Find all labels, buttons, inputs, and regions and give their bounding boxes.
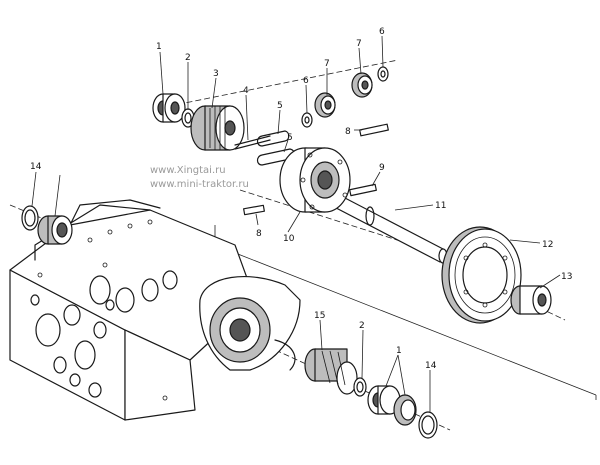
- watermark-line-1: www.Xingtai.ru: [150, 165, 226, 176]
- label-3: 3: [213, 69, 219, 79]
- leader-lines: [31, 35, 561, 412]
- label-1-top: 1: [156, 42, 162, 52]
- pin-upper: [359, 123, 389, 137]
- bearing-upper: [152, 93, 186, 123]
- label-2-top: 2: [185, 53, 191, 63]
- ring-gear: [441, 226, 522, 324]
- label-1-lower: 1: [396, 346, 402, 356]
- washer-a: [301, 112, 313, 128]
- bearing-lower: [367, 385, 417, 426]
- pin-lower: [243, 204, 265, 216]
- watermark: www.Xingtai.ru www.mini-traktor.ru: [150, 165, 249, 190]
- spacer-ring-lower: [353, 377, 367, 397]
- label-8-a: 8: [345, 127, 351, 137]
- splined-hub: [510, 285, 552, 315]
- watermark-line-2: www.mini-traktor.ru: [150, 179, 249, 190]
- bolt: [349, 183, 377, 197]
- label-10: 10: [283, 234, 295, 244]
- label-14-lower: 14: [425, 361, 437, 371]
- label-14-left: 14: [30, 162, 42, 172]
- label-9: 9: [379, 163, 385, 173]
- label-12: 12: [542, 240, 553, 250]
- upper-shaft-group: [152, 66, 389, 166]
- label-4: 4: [243, 86, 249, 96]
- rear-bearing-boss: [199, 275, 301, 371]
- label-5-b: 5: [287, 133, 293, 143]
- label-8-b: 8: [256, 229, 262, 239]
- label-15: 15: [314, 311, 325, 321]
- washer-b: [377, 66, 389, 82]
- left-seal-parts: [21, 205, 73, 245]
- label-13: 13: [561, 272, 572, 282]
- label-11: 11: [435, 201, 446, 211]
- label-7-b: 7: [356, 39, 362, 49]
- splined-shaft: [304, 348, 358, 395]
- small-gear-b: [351, 72, 373, 98]
- label-6-b: 6: [379, 27, 385, 37]
- part-labels: 1 2 3 4 5 5 6 6 7 7 8 8 9 10 11 12 13 14…: [30, 27, 572, 371]
- gear-cluster: [190, 105, 245, 151]
- label-6-a: 6: [303, 76, 309, 86]
- flange-and-shaft: [243, 147, 448, 264]
- label-7-a: 7: [324, 59, 330, 69]
- label-2-lower: 2: [359, 321, 365, 331]
- label-5-a: 5: [277, 101, 283, 111]
- lower-shaft-group: [304, 348, 438, 439]
- small-gear-a: [314, 92, 336, 118]
